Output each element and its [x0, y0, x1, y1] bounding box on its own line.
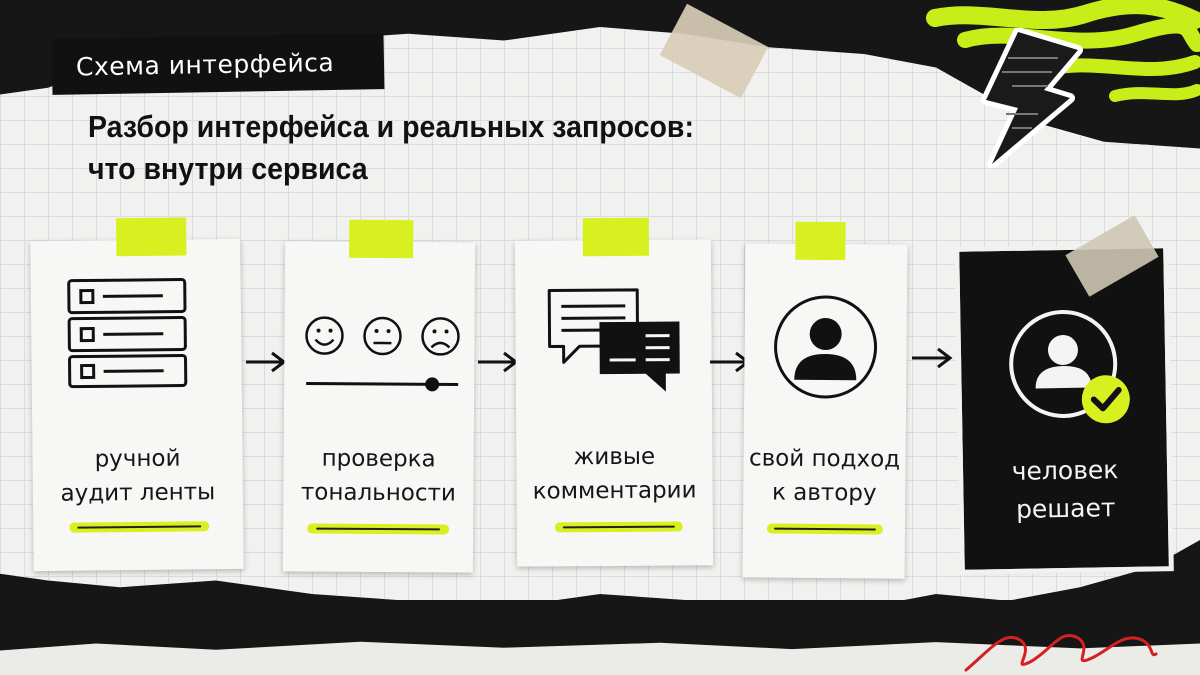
arrow-right-icon — [246, 351, 287, 373]
tape-decoration — [795, 221, 846, 261]
tape-decoration — [116, 217, 187, 257]
highlight-underline — [766, 523, 884, 535]
section-badge: Схема интерфейса — [51, 33, 385, 95]
lime-scribble-decoration — [926, 0, 1200, 102]
step-label: человек решает — [1011, 455, 1119, 524]
arrow-right-icon — [912, 347, 953, 369]
step-card-human-decides: человек решает — [954, 243, 1174, 575]
tape-decoration — [582, 217, 649, 257]
red-scribble-decoration — [964, 634, 1158, 672]
step-label: проверка тональности — [300, 445, 456, 507]
highlight-underline — [307, 523, 450, 535]
user-check-icon — [1009, 310, 1130, 424]
arrow-right-icon — [478, 351, 519, 373]
section-badge-text: Схема интерфейса — [75, 47, 335, 81]
page-title-line2: что внутри сервиса — [88, 151, 368, 186]
user-icon — [774, 295, 878, 399]
step-label: живые комментарии — [532, 443, 697, 505]
step-card-feed-audit: ручной аудит ленты — [30, 217, 244, 572]
list-icon — [67, 278, 188, 389]
highlight-underline — [554, 521, 683, 533]
step-label: ручной аудит ленты — [60, 445, 216, 507]
step-card-tone-check: проверка тональности — [282, 219, 476, 573]
step-label: свой подход к автору — [748, 445, 901, 507]
step-card-live-comments: живые комментарии — [514, 217, 714, 567]
highlight-underline — [69, 521, 210, 533]
tape-decoration — [349, 219, 414, 259]
page-title: Разбор интерфейса и реальных запросов: ч… — [88, 106, 787, 190]
chat-bubbles-icon — [547, 288, 680, 392]
mood-slider-icon — [305, 316, 460, 392]
page-title-line1: Разбор интерфейса и реальных запросов: — [88, 109, 694, 144]
step-card-personal-approach: свой подход к автору — [742, 221, 908, 579]
lightning-bolt-icon — [981, 28, 1083, 168]
